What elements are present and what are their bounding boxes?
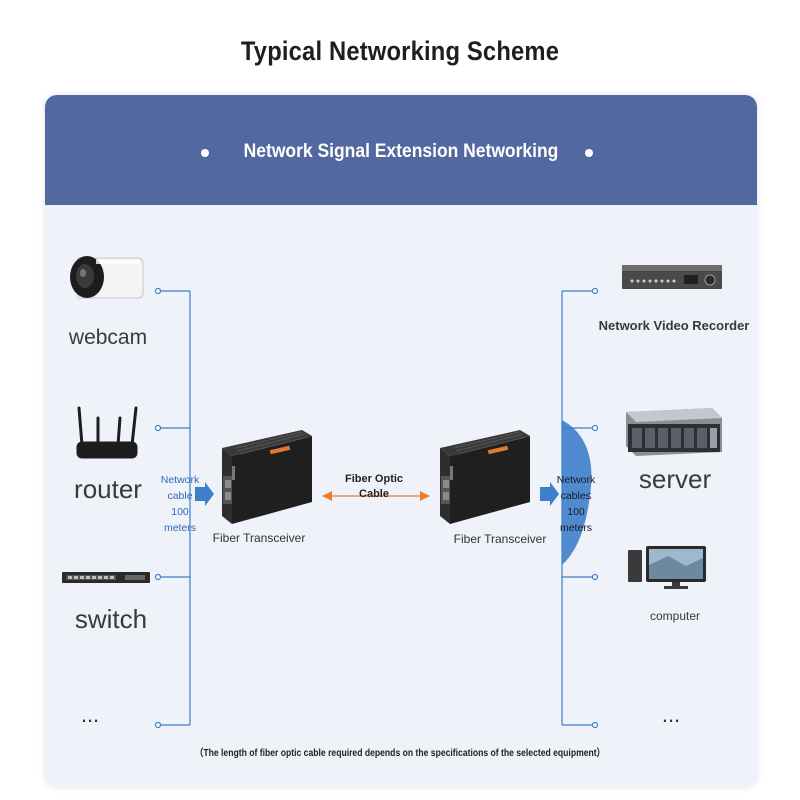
switch-icon (62, 572, 150, 583)
right-more-label: ... (661, 702, 681, 727)
right-node-1 (591, 287, 599, 295)
webcam-label: webcam (68, 326, 148, 349)
transceiver-left-label: Fiber Transceiver (212, 531, 306, 545)
banner-bullet-right (585, 149, 593, 157)
left-node-1 (154, 287, 162, 295)
nvr-label: Network Video Recorder (598, 318, 750, 333)
server-label: server (638, 464, 712, 494)
switch-label: switch (74, 604, 148, 634)
page-title: Typical Networking Scheme (240, 36, 560, 66)
left-node-3 (154, 573, 162, 581)
fiber-transceiver-right-icon (440, 430, 530, 524)
right-node-2 (591, 424, 599, 432)
right-node-4 (591, 721, 599, 729)
banner: Network Signal Extension Networking (45, 95, 757, 205)
banner-title: Network Signal Extension Networking (243, 141, 559, 162)
left-node-2 (154, 424, 162, 432)
right-network-cable-label: Network cable≤ 100 meters (556, 474, 596, 534)
webcam-icon (70, 256, 144, 299)
fiber-cable-arrow (322, 491, 430, 501)
transceiver-right-label: Fiber Transceiver (453, 532, 547, 546)
left-node-4 (154, 721, 162, 729)
right-bus-highlight (562, 420, 592, 565)
footnote: （The length of fiber optic cable require… (194, 748, 606, 759)
left-flow-arrow (195, 482, 214, 506)
right-node-3 (591, 573, 599, 581)
left-bus-lines (158, 290, 191, 726)
banner-bullet-left (201, 149, 209, 157)
left-more-label: ... (80, 702, 100, 727)
computer-label: computer (649, 609, 701, 623)
fiber-transceiver-left-icon (222, 430, 312, 524)
left-network-cable-label: Network cable 100 meters (160, 474, 200, 534)
fiber-cable-label: Fiber Optic Cable (344, 473, 404, 500)
router-icon (76, 406, 138, 459)
computer-icon (628, 546, 706, 589)
router-label: router (74, 474, 142, 504)
right-flow-arrow (540, 482, 559, 506)
server-icon (626, 408, 722, 456)
nvr-icon (622, 265, 722, 289)
